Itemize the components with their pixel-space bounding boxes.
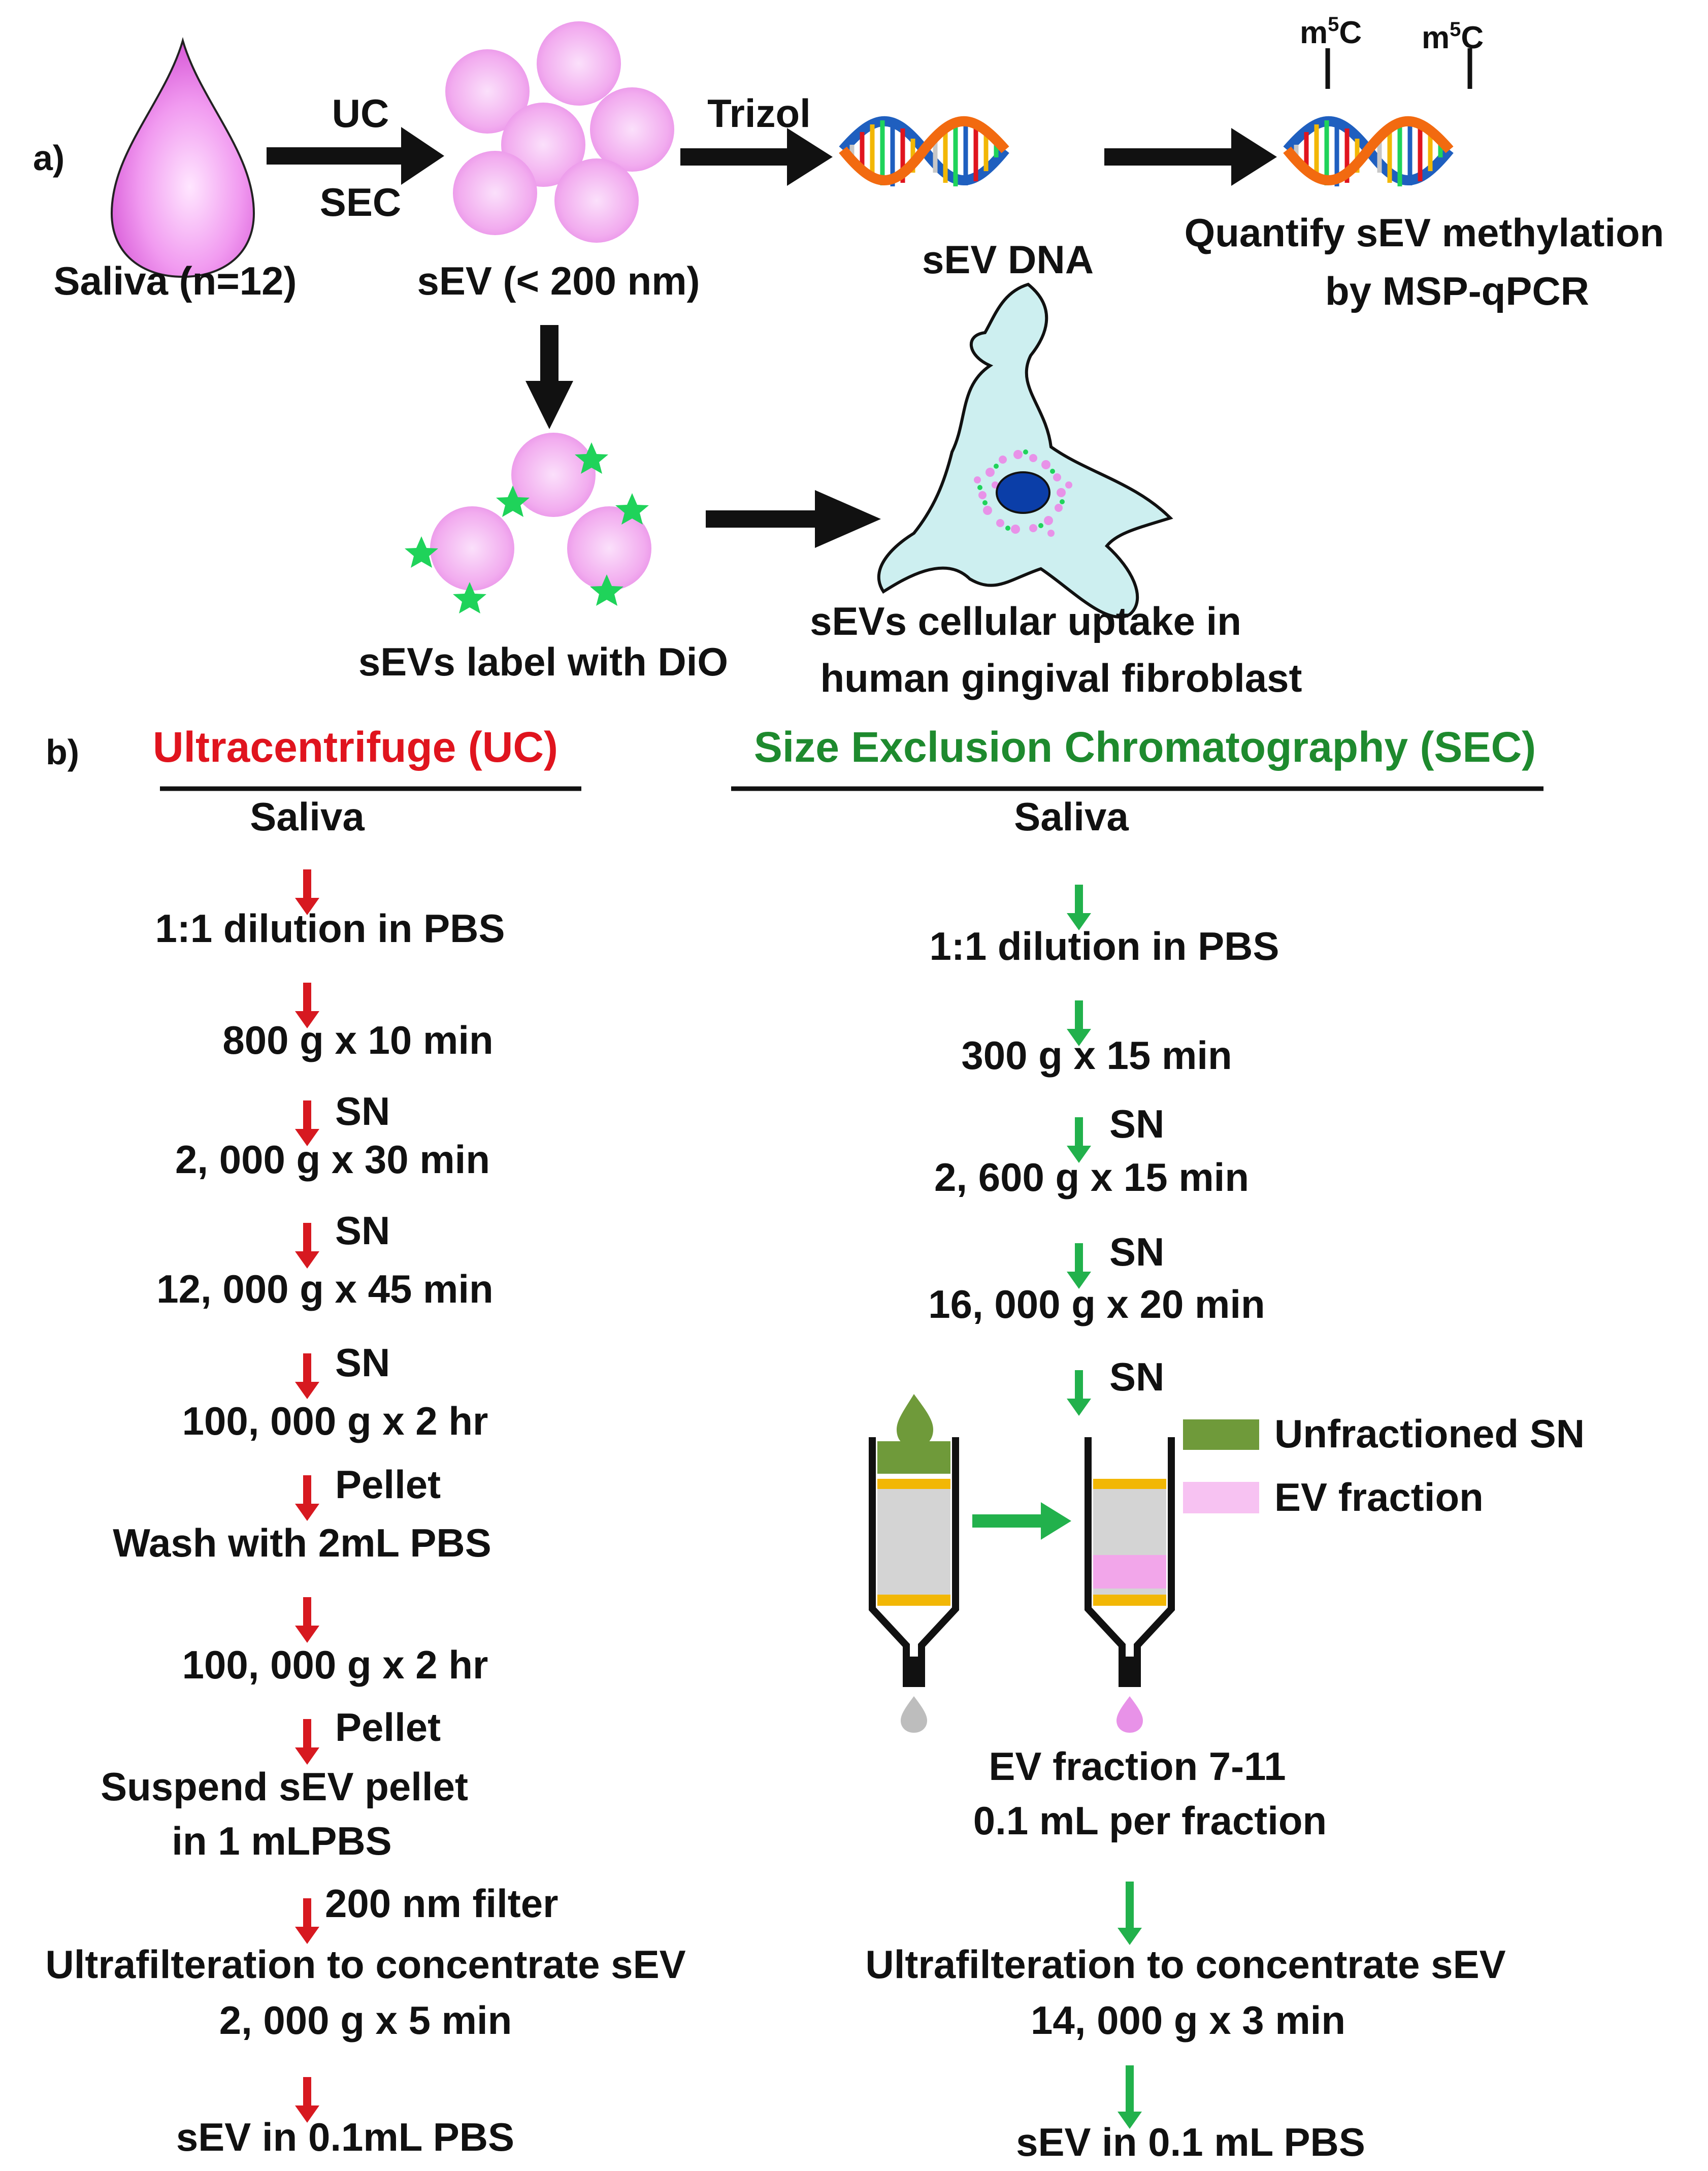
sec-arrow-6 (1118, 1882, 1142, 1945)
column-transfer-arrow-head (1041, 1502, 1071, 1540)
uc-step-12000g: 12, 000 g x 45 min (156, 1267, 493, 1311)
saliva-drop-icon (110, 37, 255, 278)
uc-step-final: sEV in 0.1mL PBS (176, 2115, 514, 2159)
trizol-arrow-head (787, 128, 833, 186)
sec-step-fraction-volume: 0.1 mL per fraction (973, 1798, 1327, 1843)
uc-arrow-7 (295, 1597, 319, 1643)
legend-label-unfractioned: Unfractioned SN (1274, 1411, 1585, 1456)
sec-step-saliva: Saliva (1014, 794, 1129, 839)
column-transfer-arrow (972, 1514, 1041, 1528)
uc-step-ultrafiltration: Ultrafilteration to concentrate sEV (45, 1942, 685, 1987)
legend-swatch-ev (1183, 1482, 1259, 1513)
legend-swatch-unfractioned (1183, 1419, 1259, 1450)
sec-label-sn-3: SN (1109, 1354, 1164, 1399)
sec-arrow-5 (1067, 1370, 1091, 1416)
methylated-dna-icon (1287, 120, 1450, 186)
uc-label-sn-1: SN (335, 1089, 390, 1133)
uptake-line1: sEVs cellular uptake in (810, 599, 1241, 643)
methyl-label-1: m5C (1300, 13, 1362, 50)
uc-label-filter: 200 nm filter (325, 1881, 559, 1926)
trizol-label: Trizol (707, 91, 811, 136)
sec-label-sn-2: SN (1109, 1229, 1164, 1274)
uc-sec-arrow (267, 147, 401, 165)
nucleus (996, 471, 1050, 514)
legend-label-ev: EV fraction (1274, 1475, 1484, 1519)
sec-step-fraction: EV fraction 7-11 (989, 1744, 1286, 1789)
uc-step-2000g-5min: 2, 000 g x 5 min (219, 1998, 512, 2043)
uc-label-pellet-1: Pellet (335, 1462, 441, 1507)
uc-label-pellet-2: Pellet (335, 1705, 441, 1749)
uc-step-100000g-1: 100, 000 g x 2 hr (182, 1399, 488, 1443)
sec-title: Size Exclusion Chromatography (SEC) (754, 723, 1536, 771)
fibroblast-cell-icon (877, 282, 1173, 619)
uc-arrow-9 (295, 1898, 319, 1944)
uptake-arrow-head (815, 490, 881, 548)
sec-step-ultrafiltration: Ultrafilteration to concentrate sEV (865, 1942, 1505, 1987)
uc-title: Ultracentrifuge (UC) (153, 723, 558, 771)
sec-step-final: sEV in 0.1 mL PBS (1016, 2120, 1365, 2164)
dio-labeled-sevs (405, 433, 651, 613)
sec-label-sn-1: SN (1109, 1101, 1164, 1146)
uc-step-100000g-2: 100, 000 g x 2 hr (182, 1642, 488, 1687)
sev-dna-label: sEV DNA (922, 237, 1094, 282)
sev-size-label: sEV (< 200 nm) (417, 258, 700, 303)
trizol-arrow (680, 148, 787, 166)
msp-arrow (1104, 148, 1231, 166)
saliva-label: Saliva (n=12) (53, 258, 297, 303)
dio-arrow (540, 325, 559, 381)
sec-step-14000g: 14, 000 g x 3 min (1031, 1998, 1345, 2043)
uc-arrow-8 (295, 1719, 319, 1765)
sec-step-2600g: 2, 600 g x 15 min (934, 1155, 1249, 1200)
method-uc-label: UC (332, 91, 389, 136)
uc-step-2000g: 2, 000 g x 30 min (175, 1137, 490, 1182)
uptake-arrow (706, 510, 815, 528)
quantify-line2: by MSP-qPCR (1325, 269, 1589, 313)
uc-arrow-4 (295, 1223, 319, 1269)
uc-label-sn-2: SN (335, 1208, 390, 1253)
uc-step-wash: Wash with 2mL PBS (113, 1520, 491, 1565)
uptake-line2: human gingival fibroblast (820, 656, 1302, 700)
sec-column-before (869, 1394, 959, 1733)
sec-column-after (1085, 1437, 1175, 1733)
sec-step-300g: 300 g x 15 min (961, 1033, 1232, 1078)
sev-dna-icon (843, 120, 1005, 186)
uc-step-800g: 800 g x 10 min (222, 1018, 493, 1062)
sev-vesicle-cluster (445, 21, 674, 243)
methyl-label-2: m5C (1422, 18, 1484, 55)
uc-label-sn-3: SN (335, 1340, 390, 1385)
uc-step-suspend: Suspend sEV pellet (101, 1764, 468, 1809)
method-sec-label: SEC (320, 180, 401, 224)
sec-step-dilution: 1:1 dilution in PBS (929, 924, 1279, 968)
uc-arrow-6 (295, 1475, 319, 1521)
uc-step-dilution: 1:1 dilution in PBS (155, 906, 505, 951)
uc-step-saliva: Saliva (250, 794, 365, 839)
msp-arrow-head (1231, 128, 1277, 186)
uc-sec-arrow-head (401, 127, 444, 185)
sec-step-16000g: 16, 000 g x 20 min (928, 1282, 1265, 1326)
panel-a-label: a) (33, 138, 64, 178)
dio-label: sEVs label with DiO (358, 639, 728, 684)
uc-step-suspend-volume: in 1 mLPBS (172, 1819, 391, 1863)
panel-b-label: b) (46, 732, 79, 772)
uc-arrow-5 (295, 1353, 319, 1399)
quantify-line1: Quantify sEV methylation (1185, 210, 1664, 255)
dio-arrow-head (525, 381, 573, 429)
